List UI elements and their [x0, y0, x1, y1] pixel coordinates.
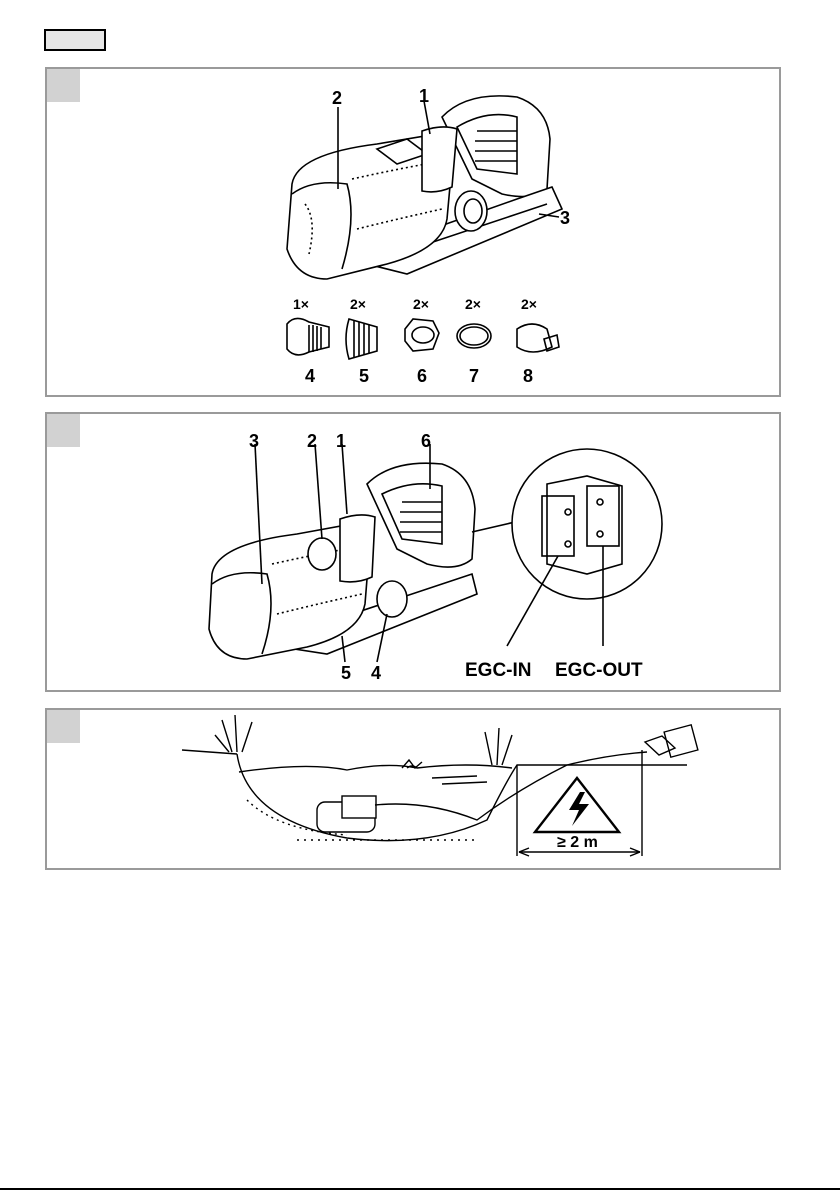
callout-1: 1: [336, 432, 346, 450]
egc-out-label: EGC-OUT: [555, 662, 643, 680]
distance-label: ≥ 2 m: [557, 834, 598, 852]
callout-6: 6: [421, 432, 431, 450]
egc-in-label: EGC-IN: [465, 662, 532, 680]
panel-installation-distance: ≥ 2 m: [45, 708, 781, 870]
accessory-number: 5: [359, 367, 369, 385]
accessory-qty: 1×: [293, 297, 309, 311]
callout-2: 2: [307, 432, 317, 450]
callout-3: 3: [560, 209, 570, 227]
accessory-qty: 2×: [413, 297, 429, 311]
page-bottom-rule: [0, 1188, 840, 1190]
callout-1: 1: [419, 87, 429, 105]
callout-2: 2: [332, 89, 342, 107]
panel-components: 3 2 1 6 5 4 EGC-IN EGC-OUT: [45, 412, 781, 692]
accessory-number: 4: [305, 367, 315, 385]
callout-4: 4: [371, 664, 381, 682]
accessory-number: 7: [469, 367, 479, 385]
accessory-qty: 2×: [350, 297, 366, 311]
accessory-qty: 2×: [465, 297, 481, 311]
pump-illustration: [47, 69, 783, 399]
page-tab: [44, 29, 106, 51]
callout-3: 3: [249, 432, 259, 450]
pond-illustration: [47, 710, 783, 872]
pump-connection-illustration: [47, 414, 783, 694]
callout-5: 5: [341, 664, 351, 682]
accessory-number: 6: [417, 367, 427, 385]
panel-scope-of-delivery: 1 2 3 1× 2× 2× 2× 2× 4 5 6 7 8: [45, 67, 781, 397]
accessory-qty: 2×: [521, 297, 537, 311]
accessory-number: 8: [523, 367, 533, 385]
